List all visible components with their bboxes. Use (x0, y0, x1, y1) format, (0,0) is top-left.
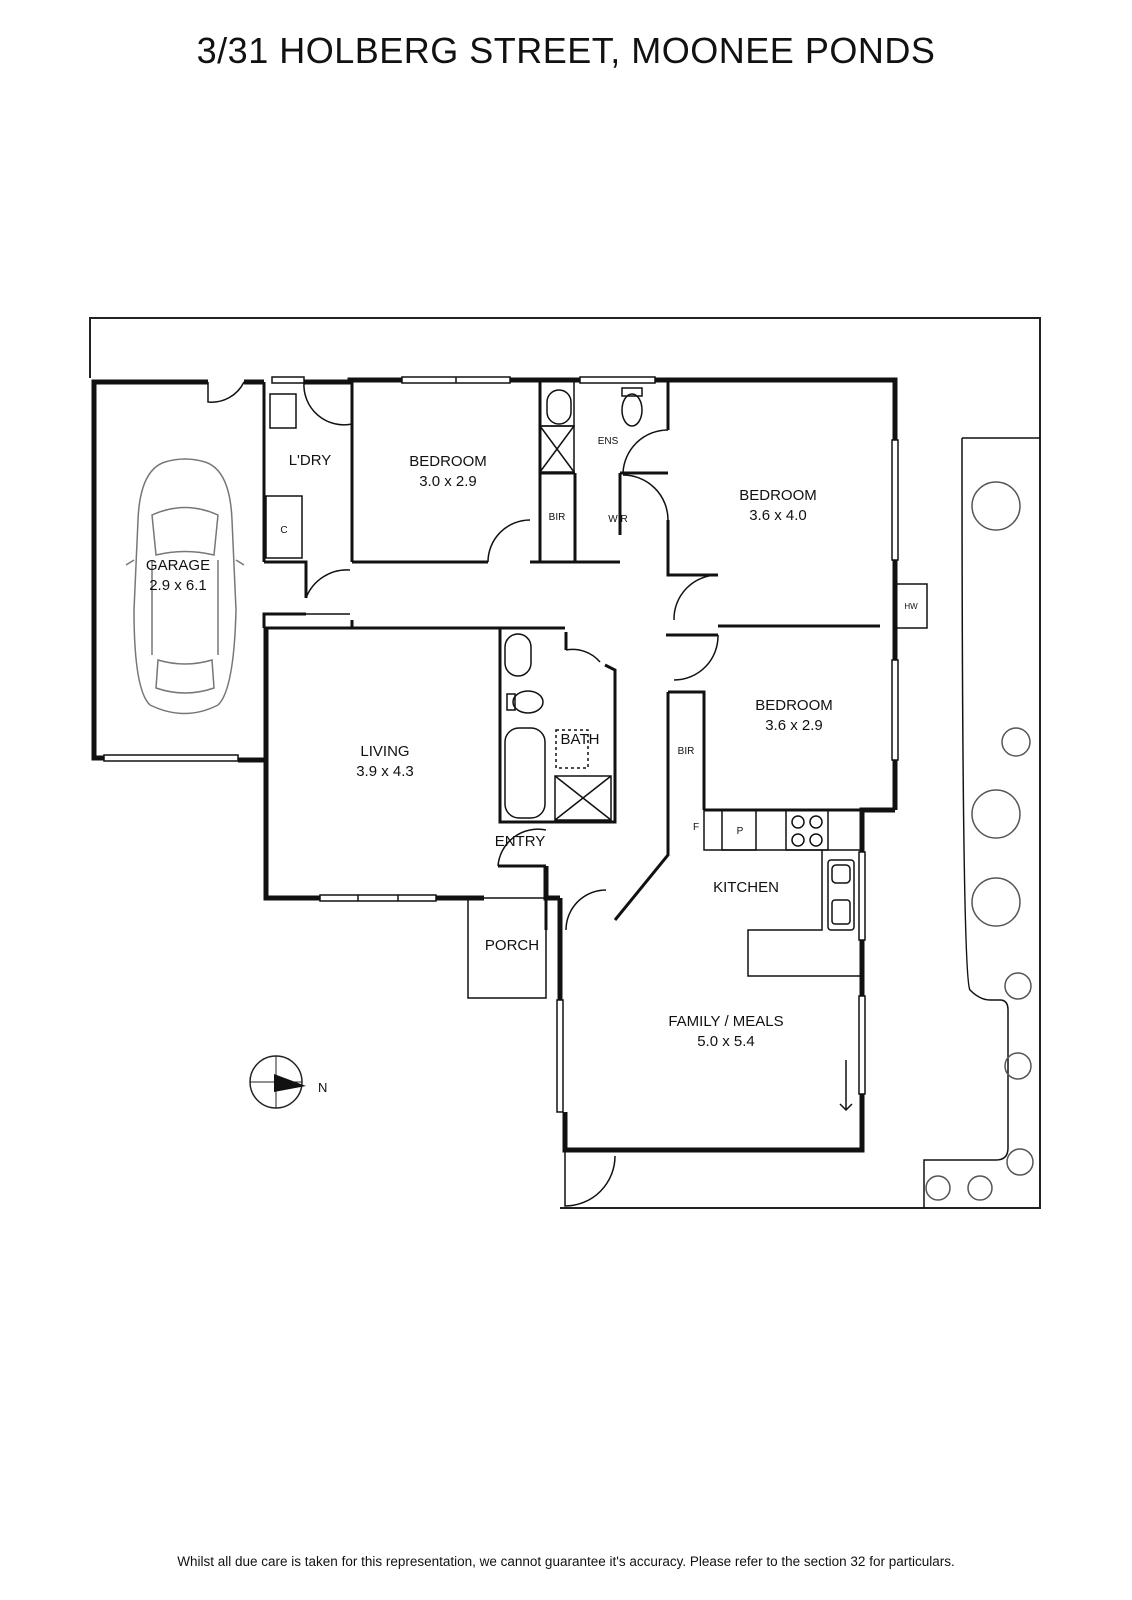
page-title: 3/31 HOLBERG STREET, MOONEE PONDS (196, 30, 936, 71)
porch-name: PORCH (485, 937, 539, 954)
windows (103, 376, 899, 1113)
landscaping (925, 481, 1034, 1201)
ensuite-name: ENS (598, 436, 619, 447)
door-swings (207, 381, 719, 1207)
minor-outlines (265, 379, 1040, 1208)
bedroom1-size: 3.0 x 2.9 (419, 473, 477, 490)
bath-name: BATH (561, 731, 600, 748)
hw-name: HW (904, 602, 918, 611)
living-size: 3.9 x 4.3 (356, 763, 414, 780)
family-size: 5.0 x 5.4 (697, 1033, 755, 1050)
garage-name: GARAGE (146, 557, 210, 574)
bir1-name: BIR (549, 512, 566, 523)
bir2-name: BIR (678, 746, 695, 757)
garage-size: 2.9 x 6.1 (149, 577, 207, 594)
family-name: FAMILY / MEALS (668, 1013, 783, 1030)
compass-icon: N (249, 1055, 327, 1109)
laundry-name: L'DRY (289, 452, 332, 469)
wir-name: WIR (608, 514, 627, 525)
living-name: LIVING (360, 743, 409, 760)
bedroom3-name: BEDROOM (755, 697, 833, 714)
bedroom2-size: 3.6 x 4.0 (749, 507, 807, 524)
compass-label: N (318, 1080, 327, 1095)
internal-walls (262, 380, 880, 930)
entry-name: ENTRY (495, 833, 546, 850)
bedroom3-size: 3.6 x 2.9 (765, 717, 823, 734)
pantry-name: P (737, 826, 744, 837)
cupboard-name: C (280, 525, 287, 536)
fridge-name: F (693, 822, 699, 833)
property-boundary (89, 317, 1041, 1209)
bedroom1-name: BEDROOM (409, 453, 487, 470)
bedroom2-name: BEDROOM (739, 487, 817, 504)
room-labels: GARAGE 2.9 x 6.1 L'DRY C BEDROOM 3.0 x 2… (146, 436, 918, 1050)
car-icon (125, 458, 245, 715)
kitchen-name: KITCHEN (713, 879, 779, 896)
disclaimer: Whilst all due care is taken for this re… (177, 1554, 955, 1569)
